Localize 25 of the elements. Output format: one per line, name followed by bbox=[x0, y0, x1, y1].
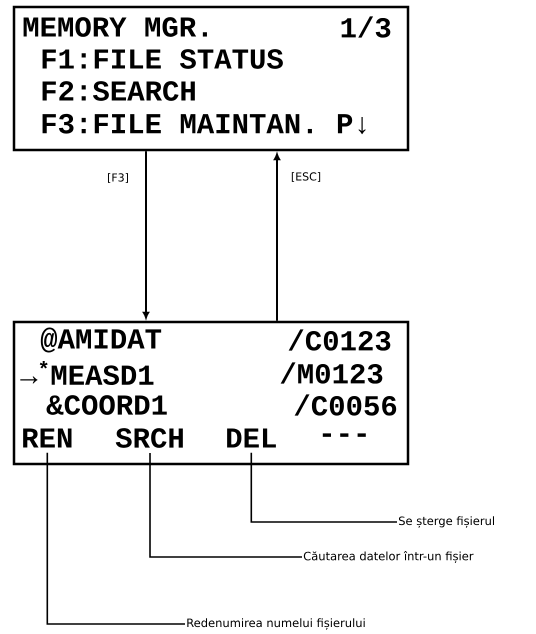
leader-line bbox=[250, 452, 397, 523]
screen-text: /M0123 bbox=[280, 362, 382, 384]
screen-text: MEMORY MGR. bbox=[24, 17, 207, 37]
screen-text: --- bbox=[322, 433, 366, 437]
screen-text: @AMIDAT bbox=[40, 328, 162, 353]
screen-text: /C0056 bbox=[294, 394, 396, 416]
callout-text: Se șterge fișierul bbox=[398, 516, 494, 528]
screen-text: F3:FILE MAINTAN. P↓ bbox=[42, 114, 366, 134]
edge-label: [F3] bbox=[106, 172, 130, 184]
callout-text: Redenumirea numelui fișierului bbox=[187, 618, 365, 630]
softkey-label: REN bbox=[23, 428, 72, 448]
arrow bbox=[274, 154, 280, 321]
arrow bbox=[142, 151, 150, 318]
screen-text: /C0123 bbox=[288, 329, 390, 351]
screen-text: F1:FILE STATUS bbox=[42, 49, 283, 69]
softkey-label: DEL bbox=[227, 428, 276, 448]
screen-text: &COORD1 bbox=[46, 395, 167, 415]
leader-line bbox=[46, 452, 185, 625]
screen-text: 1/3 bbox=[342, 16, 390, 38]
screen-text: →$^{*}$MEASD1 bbox=[20, 361, 154, 385]
edge-label: [ESC] bbox=[290, 171, 322, 183]
screen-text: F2:SEARCH bbox=[42, 81, 195, 101]
softkey-label: SRCH bbox=[116, 428, 183, 448]
leader-line bbox=[149, 453, 302, 558]
callout-text: Căutarea datelor într-un fișier bbox=[304, 551, 474, 563]
